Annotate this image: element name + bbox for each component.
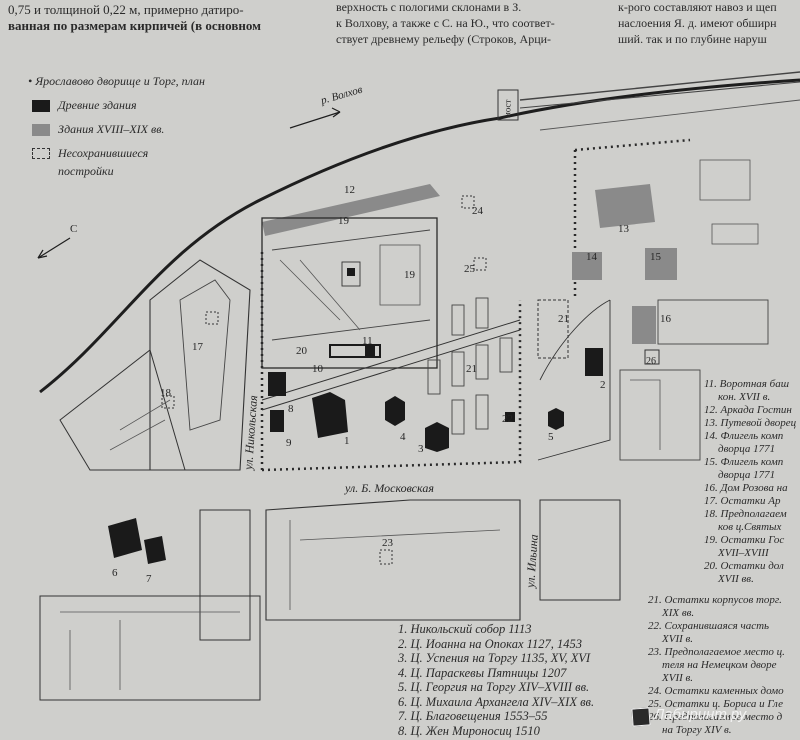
- building-9: [270, 410, 284, 432]
- svg-text:20: 20: [296, 345, 308, 357]
- svg-text:14: 14: [586, 251, 598, 263]
- svg-text:9: 9: [286, 437, 292, 449]
- svg-text:2: 2: [600, 379, 606, 391]
- building-7: [144, 536, 166, 564]
- svg-text:5: 5: [548, 431, 554, 443]
- svg-text:26: 26: [646, 356, 656, 367]
- svg-text:11: 11: [362, 335, 373, 347]
- svg-text:8: 8: [288, 403, 294, 415]
- building-1: [312, 392, 348, 438]
- building-5: [548, 408, 564, 430]
- river-label: р. Волхов: [319, 84, 364, 108]
- svg-text:19: 19: [338, 215, 350, 227]
- svg-text:12: 12: [344, 184, 355, 196]
- legend-label-lost: Несохранившиеся: [58, 146, 149, 160]
- building-17b: [205, 311, 219, 325]
- building-23: [379, 549, 393, 565]
- top-text-line-1: 0,75 и толщиной 0,22 м, примерно датиро-: [8, 2, 244, 17]
- building-18: [161, 395, 175, 409]
- river-arrow-icon: [289, 111, 341, 129]
- building-26: [644, 349, 660, 365]
- svg-text:15: 15: [650, 251, 662, 263]
- building-6: [108, 518, 142, 558]
- legend-label-lost-2: постройки: [58, 164, 114, 178]
- north-arrow-icon: [37, 237, 71, 259]
- svg-text:24: 24: [472, 205, 484, 217]
- top-text-right-3: ший. так и по глубине наруш: [618, 32, 767, 46]
- legend-swatch-ancient: [32, 100, 50, 112]
- north-label: С: [70, 223, 77, 235]
- building-24: [461, 195, 475, 209]
- river-bank: [39, 78, 800, 394]
- building-15: [645, 248, 677, 280]
- building-14: [572, 252, 602, 280]
- svg-text:22: 22: [502, 413, 513, 425]
- legend-swatch-18-19c: [32, 124, 50, 136]
- building-3: [425, 422, 449, 452]
- street-moskovskaya: ул. Б. Московская: [344, 481, 434, 495]
- svg-text:16: 16: [660, 313, 672, 325]
- svg-text:4: 4: [400, 431, 406, 443]
- top-text-mid-3: ствует древнему рельефу (Строков, Арци-: [336, 32, 552, 46]
- svg-text:13: 13: [618, 223, 630, 235]
- bridge: [497, 89, 519, 121]
- svg-text:23: 23: [382, 537, 394, 549]
- svg-text:3: 3: [418, 443, 424, 455]
- svg-text:7: 7: [146, 573, 152, 585]
- legend-label-18-19c: Здания XVIII–XIX вв.: [58, 122, 165, 136]
- key-right-top: 11. Воротная баш кон. XVII в. 12. Аркада…: [704, 378, 797, 585]
- top-text-right-1: к-рого составляют навоз и щеп: [618, 0, 777, 14]
- top-text-right-2: наслоения Я. д. имеют обширн: [618, 16, 777, 30]
- building-4: [385, 396, 405, 426]
- top-text-mid-1: верхность с пологими склонами в З.: [336, 0, 522, 14]
- top-text-mid-2: к Волхову, а также с С. на Ю., что соотв…: [336, 16, 555, 30]
- svg-text:21: 21: [558, 313, 569, 325]
- top-text-line-2: ванная по размерам кирпичей (в основном: [8, 18, 261, 33]
- building-16: [632, 306, 656, 344]
- svg-text:19: 19: [404, 269, 416, 281]
- svg-text:10: 10: [312, 363, 324, 375]
- building-13: [595, 184, 655, 228]
- svg-text:1: 1: [344, 435, 350, 447]
- key-left: 1. Никольский собор 1113 2. Ц. Иоанна на…: [398, 622, 595, 738]
- building-10-11: [329, 344, 381, 358]
- labirint-logo-icon: [631, 707, 651, 727]
- map-title: • Ярославово дворище и Торг, план: [28, 74, 205, 88]
- svg-text:6: 6: [112, 567, 118, 579]
- svg-text:17: 17: [192, 341, 204, 353]
- key-right-bottom: 21. Остатки корпусов торг. XIX вв. 22. С…: [648, 594, 785, 736]
- arcade-12: [262, 184, 440, 236]
- legend-label-ancient: Древние здания: [58, 98, 137, 112]
- street-ilyina: ул. Ильина: [523, 534, 541, 589]
- legend-swatch-lost: [32, 148, 50, 159]
- svg-text:21: 21: [466, 363, 477, 375]
- building-2: [585, 348, 603, 376]
- watermark: Лабиринт.ру: [654, 706, 747, 723]
- bridge-label: мост: [502, 99, 513, 118]
- svg-text:18: 18: [160, 387, 172, 399]
- building-8: [268, 372, 286, 396]
- street-nikolskaya: ул. Никольская: [241, 394, 260, 471]
- building-22: [505, 412, 515, 422]
- building-25: [473, 257, 487, 271]
- svg-text:25: 25: [464, 263, 476, 275]
